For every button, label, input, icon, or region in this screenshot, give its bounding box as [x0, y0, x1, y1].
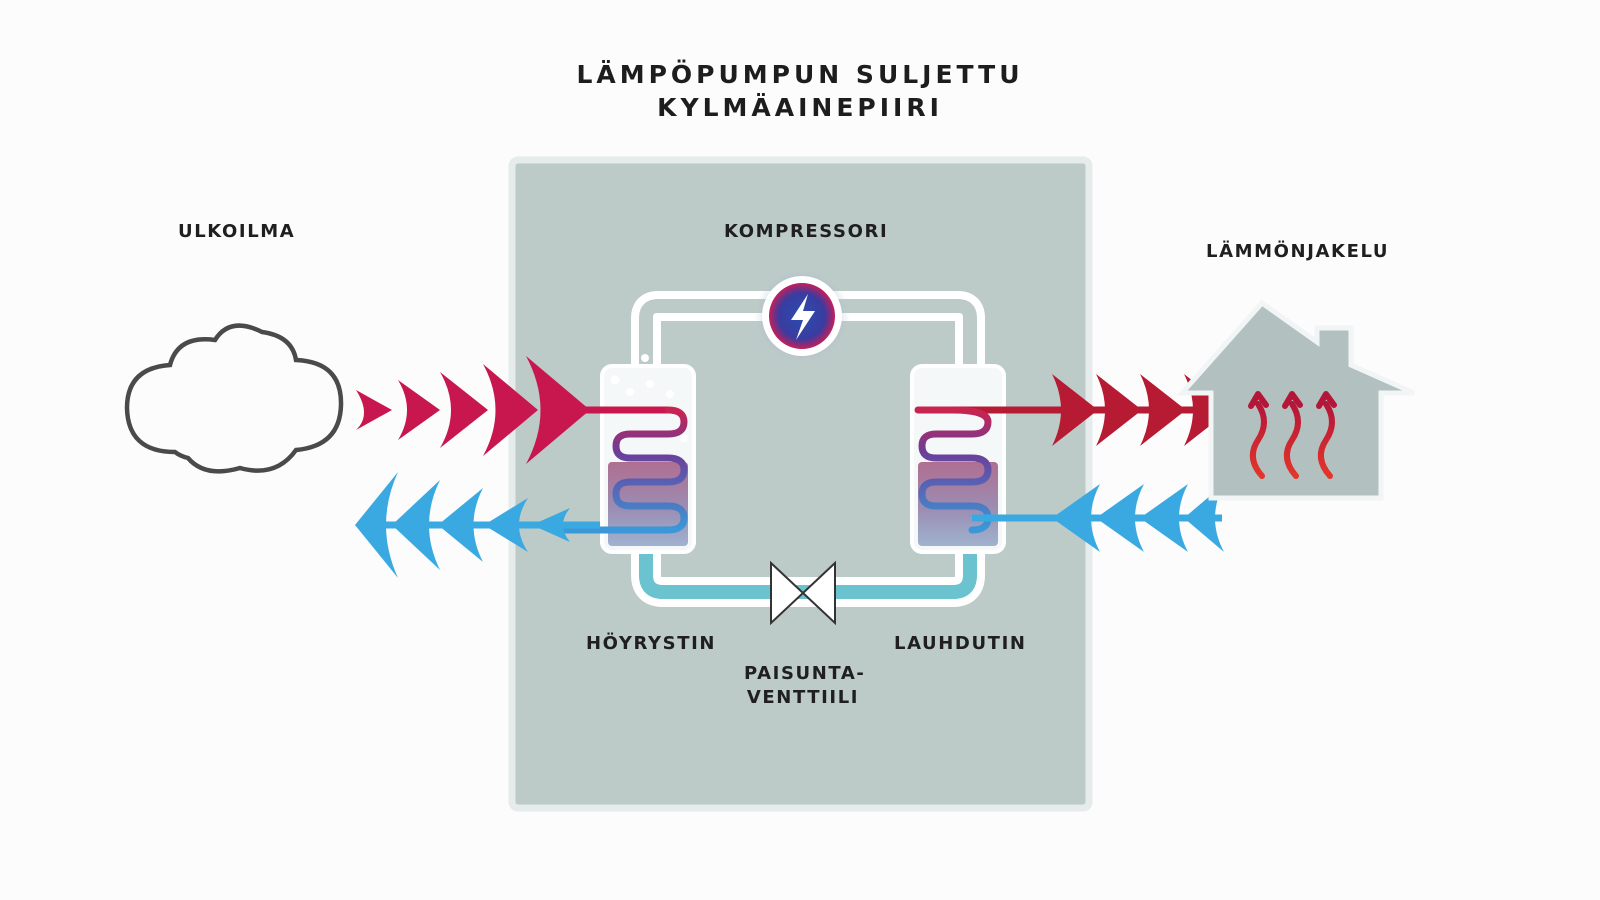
- title-line-2: KYLMÄAINEPIIRI: [657, 93, 943, 122]
- condenser-label: LAUHDUTIN: [894, 633, 1027, 654]
- title-line-1: LÄMPÖPUMPUN SULJETTU: [576, 60, 1024, 89]
- evaporator-coil: [556, 406, 688, 534]
- outdoor-air-label: ULKOILMA: [178, 221, 296, 242]
- heat-distribution-label: LÄMMÖNJAKELU: [1206, 241, 1390, 262]
- lightning-icon: [791, 294, 815, 340]
- cloud-icon: [124, 323, 344, 474]
- outdoor-warm-flow: [356, 356, 668, 464]
- expansion-valve-label-line-1: PAISUNTA-: [744, 663, 866, 684]
- compressor: [754, 268, 850, 364]
- expansion-valve-label-line-2: VENTTIILI: [746, 687, 860, 708]
- diagram-title: LÄMPÖPUMPUN SULJETTU KYLMÄAINEPIIRI: [0, 58, 1600, 124]
- outdoor-cold-flow: [355, 472, 600, 578]
- evaporator-label: HÖYRYSTIN: [586, 633, 717, 654]
- heat-return-flow: [972, 484, 1224, 552]
- compressor-label: KOMPRESSORI: [724, 221, 889, 242]
- condenser-coil: [914, 406, 992, 534]
- expansion-valve-label: PAISUNTA- VENTTIILI: [744, 662, 866, 710]
- valve-icon: [770, 560, 836, 626]
- heat-waves-icon: [1248, 391, 1337, 479]
